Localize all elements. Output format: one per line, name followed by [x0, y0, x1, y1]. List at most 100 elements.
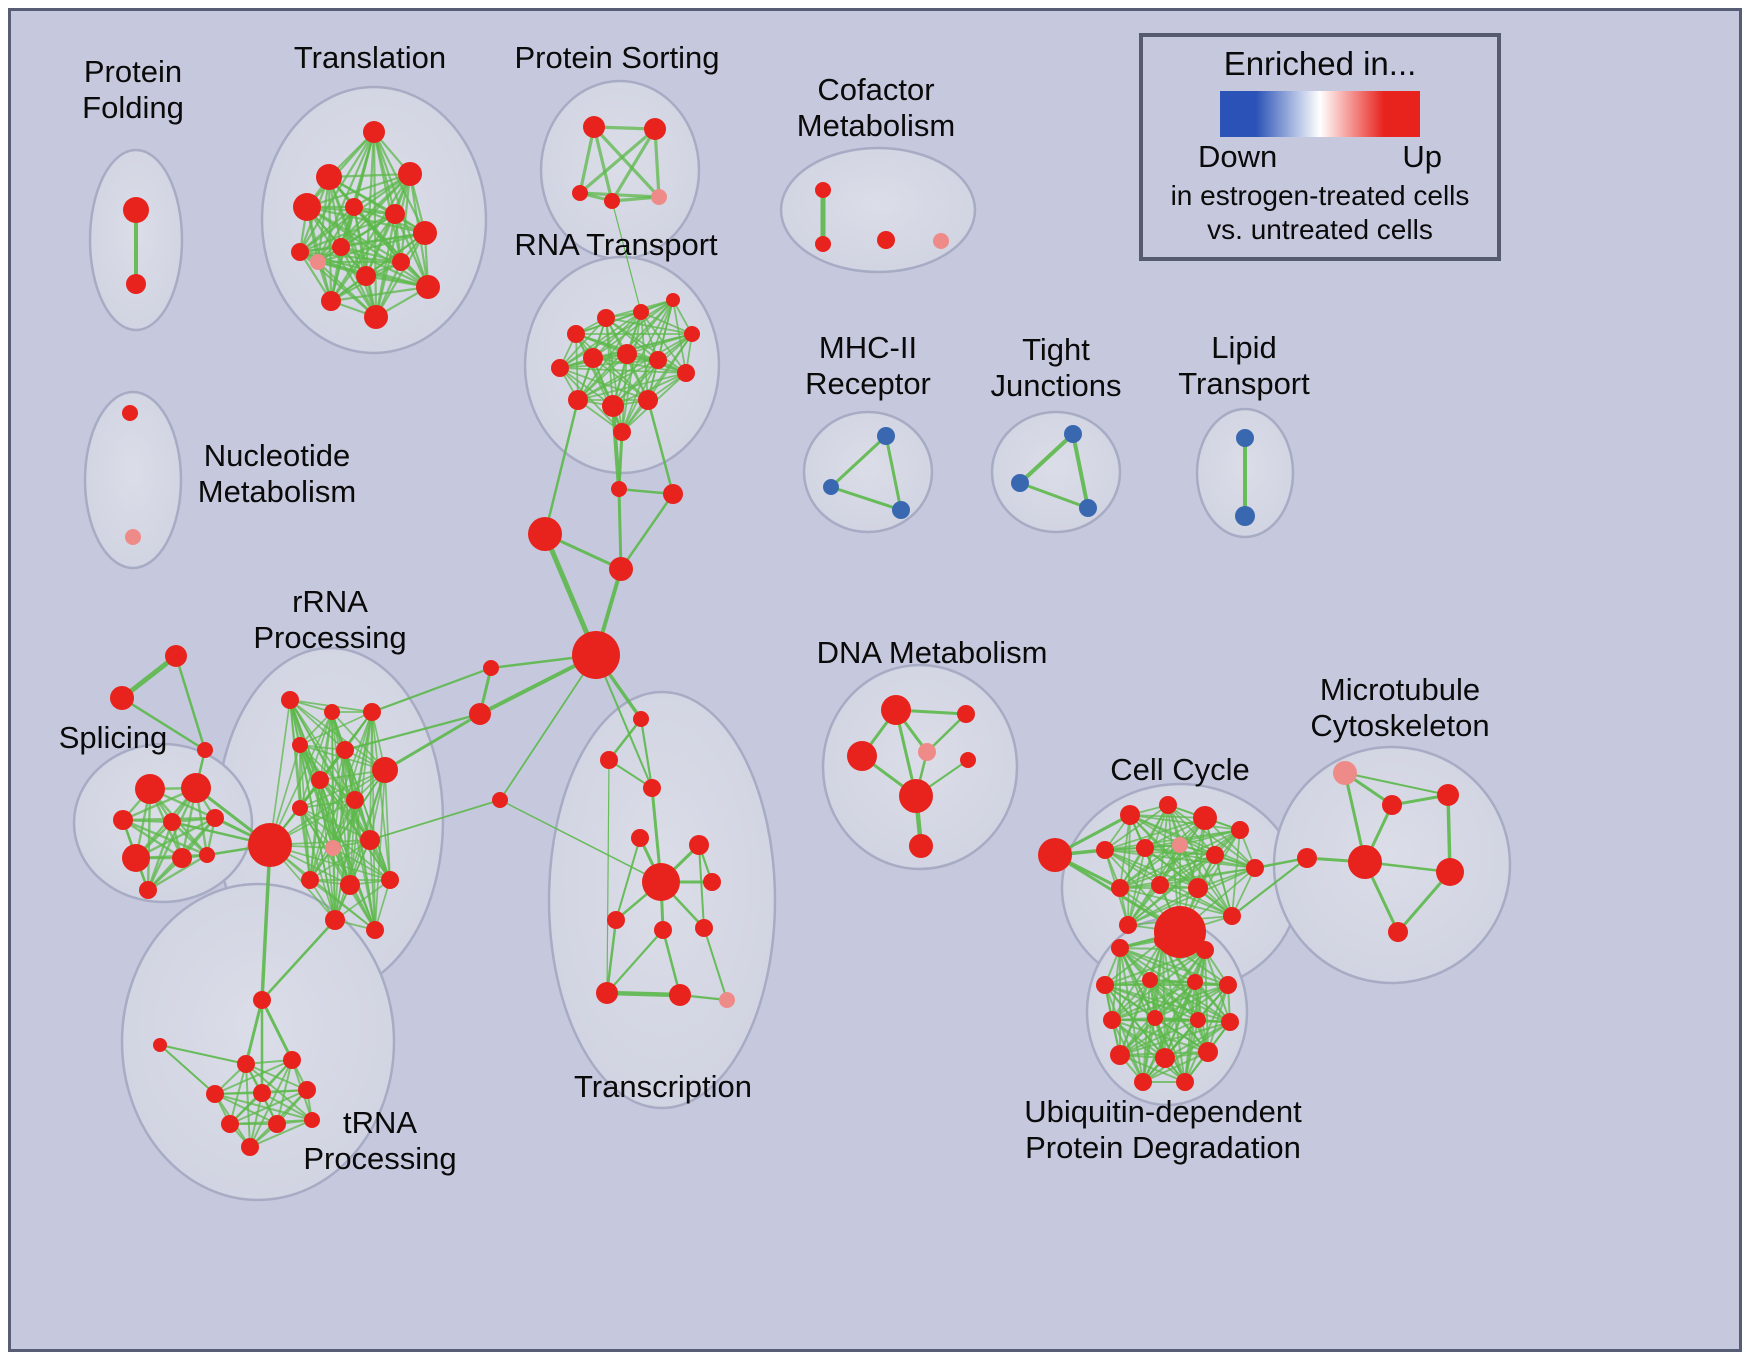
- node-t6[interactable]: [385, 204, 405, 224]
- node-ch2[interactable]: [663, 484, 683, 504]
- node-tc2[interactable]: [643, 779, 661, 797]
- node-rr14[interactable]: [381, 871, 399, 889]
- node-tc10[interactable]: [669, 984, 691, 1006]
- node-ub1[interactable]: [1111, 939, 1129, 957]
- node-t2[interactable]: [316, 164, 342, 190]
- node-dm7[interactable]: [909, 834, 933, 858]
- node-t10[interactable]: [310, 254, 326, 270]
- node-ps5[interactable]: [651, 189, 667, 205]
- node-nm2[interactable]: [125, 529, 141, 545]
- node-ub3[interactable]: [1196, 941, 1214, 959]
- node-m3[interactable]: [492, 792, 508, 808]
- node-tc6[interactable]: [607, 911, 625, 929]
- node-t7[interactable]: [291, 243, 309, 261]
- node-tn2[interactable]: [283, 1051, 301, 1069]
- node-rt10[interactable]: [677, 364, 695, 382]
- node-ub15[interactable]: [1134, 1073, 1152, 1091]
- node-tc1[interactable]: [600, 751, 618, 769]
- node-tn3[interactable]: [206, 1085, 224, 1103]
- node-rr6[interactable]: [372, 757, 398, 783]
- node-t14[interactable]: [416, 275, 440, 299]
- node-rt8[interactable]: [617, 344, 637, 364]
- node-ps2[interactable]: [644, 118, 666, 140]
- node-tn6[interactable]: [221, 1115, 239, 1133]
- node-ub7[interactable]: [1219, 976, 1237, 994]
- node-cchL[interactable]: [1038, 838, 1072, 872]
- node-rt4[interactable]: [666, 293, 680, 307]
- node-lt1[interactable]: [1236, 429, 1254, 447]
- node-rr9[interactable]: [292, 800, 308, 816]
- node-rr8[interactable]: [346, 791, 364, 809]
- node-rr3[interactable]: [363, 703, 381, 721]
- node-tn8[interactable]: [304, 1112, 320, 1128]
- node-mc5[interactable]: [1348, 845, 1382, 879]
- node-rr5[interactable]: [336, 741, 354, 759]
- node-rr16[interactable]: [366, 921, 384, 939]
- node-t5[interactable]: [345, 198, 363, 216]
- node-hub[interactable]: [572, 631, 620, 679]
- node-ub2[interactable]: [1154, 931, 1172, 949]
- node-t11[interactable]: [356, 266, 376, 286]
- node-cc6[interactable]: [1136, 839, 1154, 857]
- node-x2[interactable]: [110, 686, 134, 710]
- node-ub5[interactable]: [1142, 972, 1158, 988]
- node-dm1[interactable]: [881, 695, 911, 725]
- node-mh3[interactable]: [892, 501, 910, 519]
- node-tn4[interactable]: [253, 1084, 271, 1102]
- node-mc2[interactable]: [1382, 795, 1402, 815]
- node-rt6[interactable]: [551, 359, 569, 377]
- node-x3[interactable]: [197, 742, 213, 758]
- node-rr7[interactable]: [311, 771, 329, 789]
- node-mh2[interactable]: [823, 479, 839, 495]
- node-rt5[interactable]: [684, 326, 700, 342]
- node-cc5[interactable]: [1096, 841, 1114, 859]
- node-cc13[interactable]: [1119, 916, 1137, 934]
- node-nm1[interactable]: [122, 405, 138, 421]
- node-rr4[interactable]: [292, 737, 308, 753]
- node-ub9[interactable]: [1147, 1010, 1163, 1026]
- node-tc9[interactable]: [596, 982, 618, 1004]
- node-rt14[interactable]: [613, 423, 631, 441]
- node-tc5[interactable]: [703, 873, 721, 891]
- node-t13[interactable]: [321, 291, 341, 311]
- node-rt13[interactable]: [638, 390, 658, 410]
- node-lt2[interactable]: [1235, 506, 1255, 526]
- node-tc0[interactable]: [633, 711, 649, 727]
- node-ub12[interactable]: [1110, 1045, 1130, 1065]
- node-rt7[interactable]: [583, 348, 603, 368]
- node-mc7[interactable]: [1388, 922, 1408, 942]
- node-t15[interactable]: [364, 305, 388, 329]
- node-ch3[interactable]: [528, 517, 562, 551]
- node-ch1[interactable]: [611, 481, 627, 497]
- node-rt11[interactable]: [568, 390, 588, 410]
- node-tc8[interactable]: [695, 919, 713, 937]
- node-dm4[interactable]: [918, 743, 936, 761]
- node-x1[interactable]: [165, 645, 187, 667]
- node-tc3[interactable]: [689, 835, 709, 855]
- node-ub10[interactable]: [1190, 1012, 1206, 1028]
- node-tn0[interactable]: [253, 991, 271, 1009]
- node-mc1[interactable]: [1333, 761, 1357, 785]
- node-t8[interactable]: [332, 238, 350, 256]
- node-sp6[interactable]: [122, 844, 150, 872]
- node-rt9[interactable]: [649, 351, 667, 369]
- node-rr13[interactable]: [340, 875, 360, 895]
- node-mc3[interactable]: [1437, 784, 1459, 806]
- node-rr12[interactable]: [301, 871, 319, 889]
- node-ub8[interactable]: [1103, 1011, 1121, 1029]
- node-sp2[interactable]: [181, 773, 211, 803]
- node-rt1[interactable]: [567, 325, 585, 343]
- node-ub11[interactable]: [1221, 1013, 1239, 1031]
- node-cc4[interactable]: [1231, 821, 1249, 839]
- node-tc7[interactable]: [654, 921, 672, 939]
- node-ub6[interactable]: [1187, 974, 1203, 990]
- node-tj3[interactable]: [1079, 499, 1097, 517]
- node-cc7[interactable]: [1172, 837, 1188, 853]
- node-dm6[interactable]: [899, 779, 933, 813]
- node-tn1[interactable]: [237, 1055, 255, 1073]
- node-cm1[interactable]: [815, 182, 831, 198]
- node-tn10[interactable]: [153, 1038, 167, 1052]
- node-mh1[interactable]: [877, 427, 895, 445]
- node-dm3[interactable]: [847, 741, 877, 771]
- node-dm2[interactable]: [957, 705, 975, 723]
